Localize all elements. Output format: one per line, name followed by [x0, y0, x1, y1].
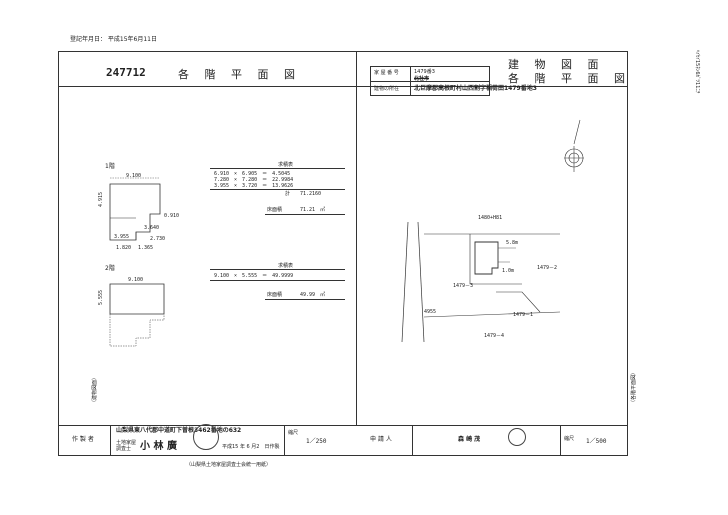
floor1-dim-left: 4.915 — [98, 191, 104, 207]
association-note: （山梨県土地家屋調査士会統一用紙） — [186, 462, 272, 468]
footer-scale-col-left — [284, 425, 285, 456]
author-label: 作 製 者 — [72, 436, 94, 443]
floor1-plan — [109, 177, 161, 241]
floor1-table-top — [210, 168, 345, 169]
floor1-dim-right: 0.910 — [164, 213, 180, 219]
surveyor-seal-icon — [193, 424, 219, 450]
author-address: 山梨県東八代郡中道町下曽根3462番地の632 — [116, 427, 242, 434]
drawing-sheet — [58, 51, 628, 456]
surveyor-name: 小 林 廣 — [140, 441, 177, 452]
left-side-label: （建物図面） — [92, 374, 98, 405]
floor1-dim-mid-a: 3.640 — [144, 225, 160, 231]
site-road-number: 4955 — [424, 309, 437, 315]
title-row-divider — [58, 86, 628, 87]
floor1-row-3: 3.955 × 3.720 ＝ 13.9626 — [214, 183, 294, 189]
site-lot-right: 1479－2 — [537, 265, 558, 271]
footer-author-col — [110, 425, 111, 456]
property-info-divider — [370, 81, 490, 82]
surveyor-label: 土地家屋調査士 — [116, 440, 137, 452]
floor1-dim-top: 9.100 — [126, 173, 142, 179]
footer-applicant-col — [412, 425, 413, 456]
site-lot-center: 1479－3 — [453, 283, 474, 289]
record-date: 登記年月日： 平成15年6月11日 — [70, 36, 157, 43]
scale-label-right: 縮尺 — [564, 436, 575, 442]
title-left: 各 階 平 面 図 — [178, 68, 301, 81]
property-info-col-divider — [410, 66, 411, 96]
sheet-number: 247712 — [106, 66, 146, 79]
title-right-bottom: 各 階 平 面 図 — [508, 72, 631, 85]
floor2-dim-left: 5.555 — [98, 289, 104, 305]
floor1-row-1: 6.910 × 6.905 ＝ 4.5045 — [214, 171, 291, 177]
floor1-floor-area-value: 71.21 ㎡ — [300, 207, 326, 213]
applicant-seal-icon — [508, 428, 526, 446]
house-number-label: 家 屋 番 号 — [374, 70, 399, 76]
site-dim-a: 5.8m — [506, 240, 519, 246]
floor1-table-sum-line — [210, 189, 345, 190]
title-right-top: 建 物 図 面 — [508, 58, 605, 71]
floor2-floor-area-value: 49.99 ㎡ — [300, 292, 326, 298]
floor1-row-2: 7.280 × 7.280 ＝ 22.9984 — [214, 177, 294, 183]
floor2-floor-area-label: 床面積 — [267, 292, 283, 298]
floor1-label: 1階 — [105, 163, 115, 170]
site-plan — [401, 221, 561, 343]
floor1-dim-bottom-a: 1.820 — [116, 245, 132, 251]
site-dim-b: 1.0m — [502, 268, 515, 274]
site-lot-bottom: 1479－4 — [484, 333, 505, 339]
floor1-total: 計 71.2160 — [285, 191, 322, 197]
floor1-floor-area-underline — [265, 214, 345, 215]
house-number-struck: 北杜市 — [414, 76, 430, 82]
north-arrow-icon — [564, 119, 584, 172]
applicant-name: 森 崎 茂 — [458, 436, 481, 443]
footer-divider — [58, 425, 628, 426]
applicant-label: 申 請 人 — [370, 436, 392, 443]
site-lot-lower-right: 1479－1 — [513, 312, 534, 318]
floor2-label: 2階 — [105, 265, 115, 272]
site-lot-top: 1480+H81 — [478, 215, 503, 221]
floor2-table-bottom — [210, 280, 345, 281]
author-date: 平成15 年 6 月2 日作製 — [222, 444, 280, 450]
floor2-plan — [109, 283, 165, 347]
scale-value-right: 1／500 — [586, 438, 607, 445]
scale-label-left: 縮尺 — [288, 430, 299, 436]
house-number-value: 1479番3 — [414, 69, 435, 75]
location-value: 北巨摩郡高根町村山西割字稲荷田1479番地3 — [414, 85, 537, 92]
floor1-dim-mid-b: 3.955 — [114, 234, 130, 240]
floor2-floor-area-underline — [265, 299, 345, 300]
footer-scale-col-right — [560, 425, 561, 456]
floor2-table-top — [210, 269, 345, 270]
scale-value-left: 1／250 — [306, 438, 327, 445]
floor1-floor-area-label: 床面積 — [267, 207, 283, 213]
floor1-area-header: 求積表 — [278, 162, 294, 168]
floor2-area-header: 求積表 — [278, 263, 294, 269]
floor1-dim-mid-c: 2.730 — [150, 236, 166, 242]
right-margin-note: ﾍｲｾｲ15ﾈﾝ6ｶﾞﾂ11ﾆﾁ — [694, 50, 700, 94]
center-divider — [356, 51, 357, 425]
floor2-row-1: 9.100 × 5.555 ＝ 49.9999 — [214, 273, 294, 279]
right-side-label: （各階平面図） — [631, 369, 637, 405]
floor1-dim-bottom-b: 1.365 — [138, 245, 154, 251]
location-label: 建物の所在 — [374, 86, 400, 92]
floor2-dim-top: 9.100 — [128, 277, 144, 283]
